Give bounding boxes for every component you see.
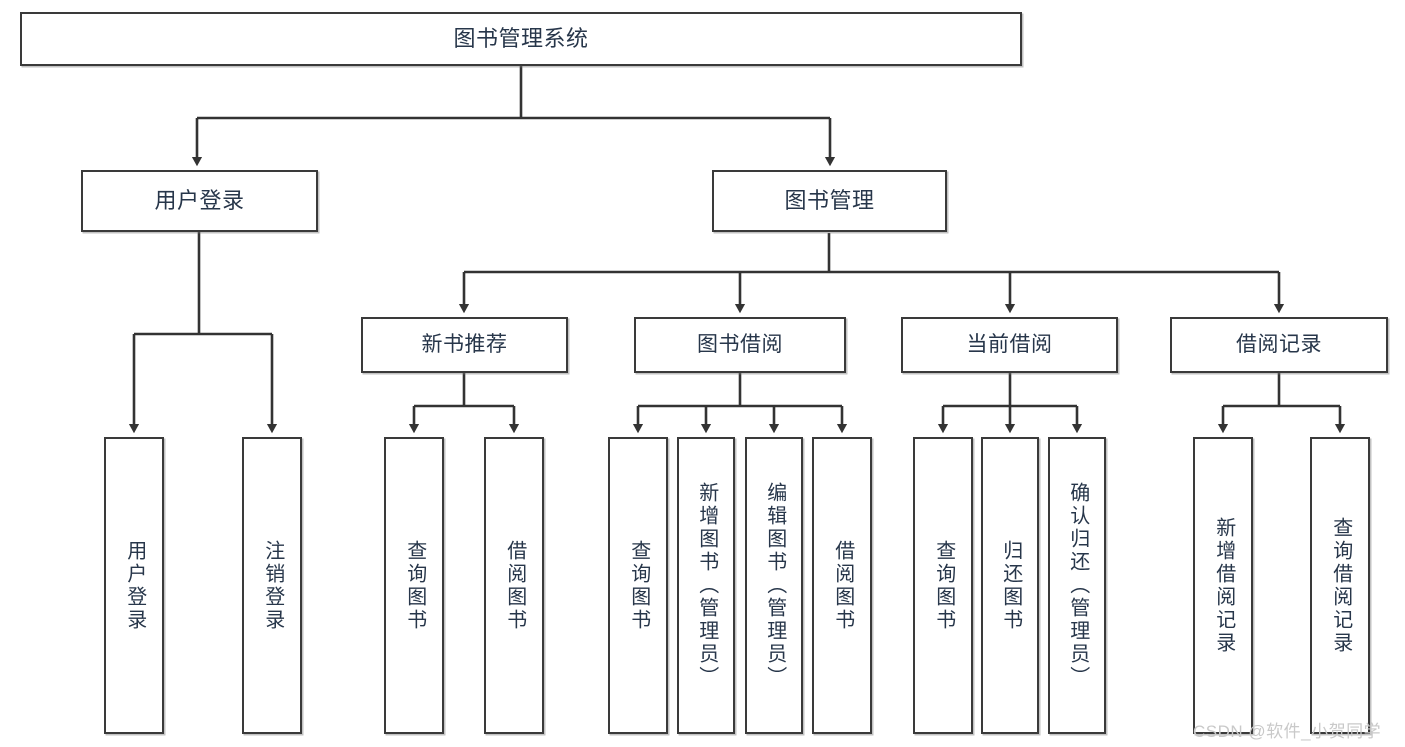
leaf-add-book-admin[interactable]: 新增图书（管理员） (677, 437, 735, 734)
node-label: 图书管理 (784, 188, 875, 214)
csdn-watermark: CSDN @软件_小贺同学 (1193, 722, 1382, 741)
node-label: 查询图书 (627, 539, 650, 632)
leaf-query-book-recommend[interactable]: 查询图书 (384, 437, 444, 734)
node-label: 归还图书 (999, 539, 1022, 632)
leaf-add-borrow-record[interactable]: 新增借阅记录 (1193, 437, 1253, 734)
leaf-query-book-current[interactable]: 查询图书 (913, 437, 973, 734)
node-user-login[interactable]: 用户登录 (81, 170, 318, 232)
node-label: 当前借阅 (966, 332, 1053, 356)
node-label: 注销登录 (261, 539, 284, 632)
node-book-management-system[interactable]: 图书管理系统 (20, 12, 1022, 66)
leaf-user-login[interactable]: 用户登录 (104, 437, 164, 734)
leaf-return-book[interactable]: 归还图书 (981, 437, 1039, 734)
node-label: 查询图书 (403, 539, 426, 632)
leaf-borrow-book-borrow[interactable]: 借阅图书 (812, 437, 872, 734)
node-label: 新增借阅记录 (1212, 516, 1235, 655)
node-label: 新增图书（管理员） (695, 482, 718, 689)
leaf-query-book-borrow[interactable]: 查询图书 (608, 437, 668, 734)
node-label: 图书管理系统 (453, 26, 589, 52)
node-label: 查询图书 (932, 539, 955, 632)
node-label: 新书推荐 (421, 332, 508, 356)
node-new-book-recommend[interactable]: 新书推荐 (361, 317, 568, 373)
node-label: 借阅记录 (1236, 332, 1322, 356)
node-current-borrow[interactable]: 当前借阅 (901, 317, 1118, 373)
node-book-management[interactable]: 图书管理 (712, 170, 947, 232)
node-label: 确认归还（管理员） (1066, 482, 1089, 689)
leaf-logout-login[interactable]: 注销登录 (242, 437, 302, 734)
node-label: 编辑图书（管理员） (763, 482, 786, 689)
node-label: 查询借阅记录 (1329, 516, 1352, 655)
node-label: 用户登录 (154, 188, 245, 214)
node-borrow-record[interactable]: 借阅记录 (1170, 317, 1388, 373)
leaf-borrow-book-recommend[interactable]: 借阅图书 (484, 437, 544, 734)
node-label: 用户登录 (123, 539, 146, 632)
node-label: 借阅图书 (831, 539, 854, 632)
node-book-borrow[interactable]: 图书借阅 (634, 317, 846, 373)
leaf-edit-book-admin[interactable]: 编辑图书（管理员） (745, 437, 803, 734)
leaf-query-borrow-record[interactable]: 查询借阅记录 (1310, 437, 1370, 734)
node-label: 借阅图书 (503, 539, 526, 632)
leaf-confirm-return-admin[interactable]: 确认归还（管理员） (1048, 437, 1106, 734)
node-label: 图书借阅 (697, 332, 783, 356)
